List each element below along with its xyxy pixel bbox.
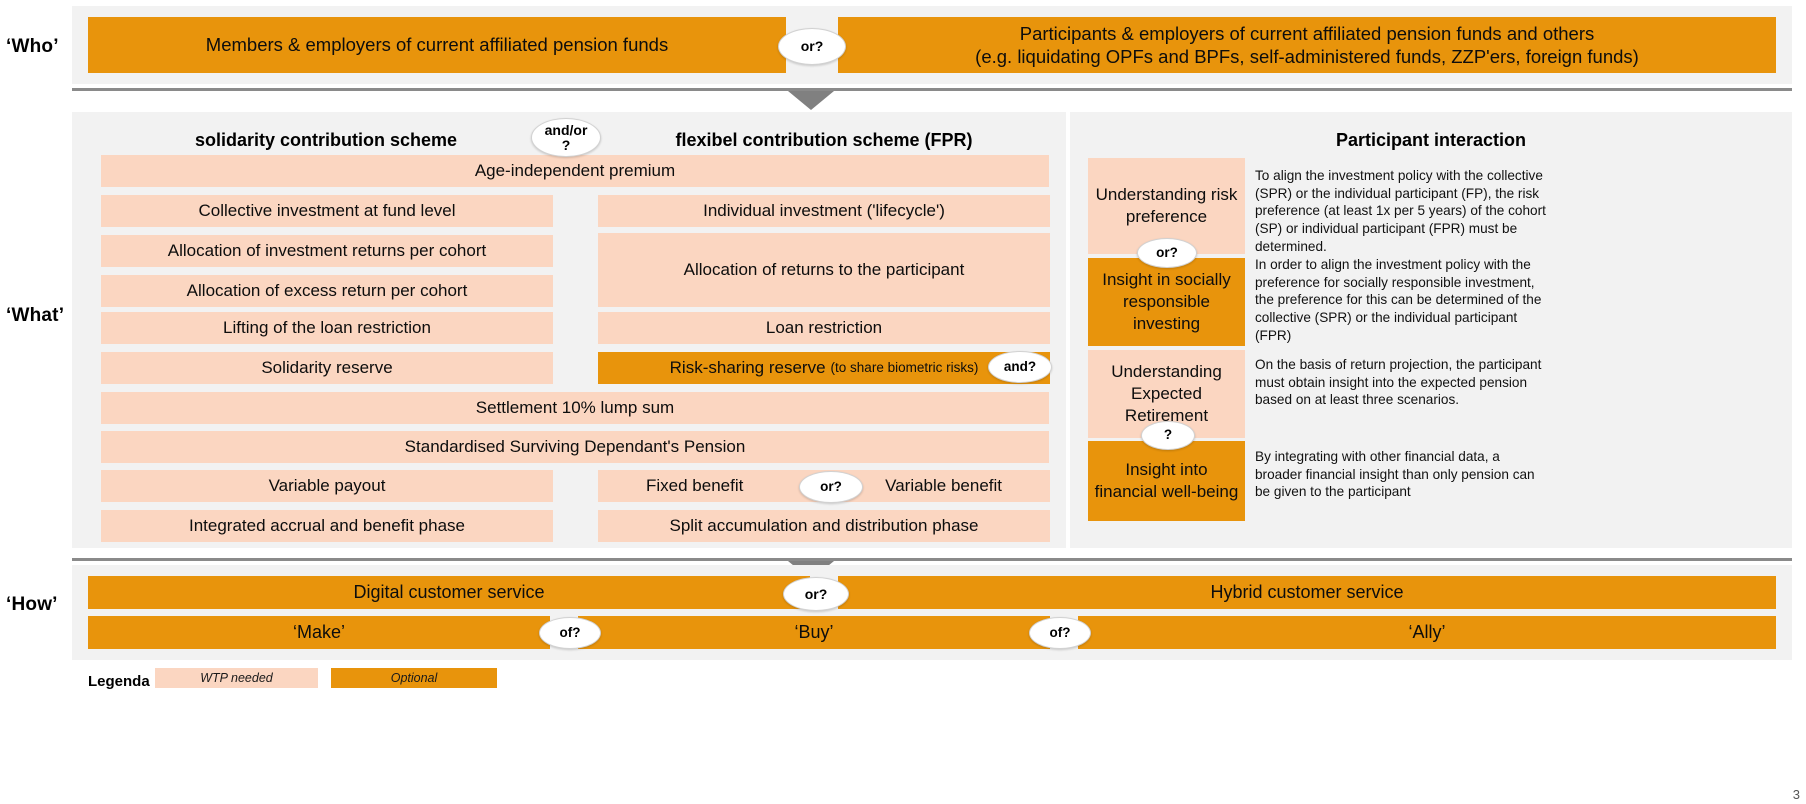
how-sourcing-connector-2-label: of? [1049,624,1071,640]
participant-description-risk-preference: To align the investment policy with the … [1255,168,1546,254]
how-sourcing-bar-ally[interactable]: ‘Ally’ [1078,616,1776,649]
scheme-connector-bubble[interactable]: and/or ? [531,118,601,157]
risk-sharing-note: (to share biometric risks) [830,359,979,375]
who-bar-right-line1: Participants & employers of current affi… [1019,22,1595,44]
how-sourcing-connector-1-label: of? [559,624,581,640]
participant-connector-bubble-1[interactable]: or? [1137,238,1197,268]
scheme-connector-line2: ? [561,136,571,153]
what-row-label: Lifting of the loan restriction [223,318,431,338]
fixed-benefit-label: Fixed benefit [646,476,744,496]
what-row-label: Collective investment at fund level [198,201,456,221]
how-sourcing-buy-label: ‘Buy’ [794,622,834,643]
participant-item-label: Understanding Expected Retirement [1111,361,1222,426]
what-flexible-item-allocation-returns-participant[interactable]: Allocation of returns to the participant [598,233,1050,307]
legend-swatch-wtp-needed: WTP needed [155,668,318,688]
benefit-connector-bubble[interactable]: or? [799,471,863,503]
divider-who-what [72,88,1792,91]
what-row-surviving-dependants-pension[interactable]: Standardised Surviving Dependant's Pensi… [101,431,1049,463]
what-row-label: Settlement 10% lump sum [475,398,675,418]
legend-swatch-label: WTP needed [200,671,273,685]
how-sourcing-connector-bubble-2[interactable]: of? [1029,617,1091,649]
what-solidarity-item-allocation-returns[interactable]: Allocation of investment returns per coh… [101,235,553,267]
what-row-label: Integrated accrual and benefit phase [189,516,465,536]
how-sourcing-ally-label: ‘Ally’ [1408,622,1446,643]
participant-connector-bubble-2[interactable]: ? [1141,421,1195,450]
participant-connector-1-label: or? [1156,244,1178,260]
scheme-connector-line1: and/or [544,121,588,138]
what-row-label: Allocation of returns to the participant [683,260,965,280]
how-service-left-label: Digital customer service [353,582,545,603]
what-solidarity-item-integrated-accrual[interactable]: Integrated accrual and benefit phase [101,510,553,542]
participant-item-label: Insight in socially responsible investin… [1102,269,1231,334]
divider-what-how [72,558,1792,561]
who-bar-right[interactable]: Participants & employers of current affi… [838,17,1776,73]
participant-description-financial-well-being: By integrating with other financial data… [1255,449,1535,500]
how-service-bar-right[interactable]: Hybrid customer service [838,576,1776,609]
how-service-connector-bubble[interactable]: or? [783,577,849,611]
who-bar-left-label: Members & employers of current affiliate… [205,34,669,56]
legend-swatch-label: Optional [390,671,438,685]
what-solidarity-item-solidarity-reserve[interactable]: Solidarity reserve [101,352,553,384]
what-flexible-item-individual-investment[interactable]: Individual investment ('lifecycle') [598,195,1050,227]
what-solidarity-item-lifting-loan-restriction[interactable]: Lifting of the loan restriction [101,312,553,344]
row-label-how: ‘How’ [6,594,58,615]
row-label-what: ‘What’ [6,305,65,326]
column-heading-participant: Participant interaction [1335,130,1527,150]
who-bar-right-line2: (e.g. liquidating OPFs and BPFs, self-ad… [975,46,1639,67]
what-flexible-item-risk-sharing-reserve[interactable]: Risk-sharing reserve (to share biometric… [598,352,1050,384]
legend-title: Legenda [88,673,150,690]
what-row-settlement-lump-sum[interactable]: Settlement 10% lump sum [101,392,1049,424]
how-sourcing-bar-buy[interactable]: ‘Buy’ [578,616,1050,649]
how-service-right-label: Hybrid customer service [1210,582,1404,603]
who-bar-left[interactable]: Members & employers of current affiliate… [88,17,786,73]
participant-item-label: Understanding risk preference [1095,184,1238,226]
what-row-label: Allocation of investment returns per coh… [167,241,487,261]
what-solidarity-item-collective-investment[interactable]: Collective investment at fund level [101,195,553,227]
what-row-label: Variable payout [268,476,386,496]
who-connector-label: or? [800,38,824,55]
legend-swatch-optional: Optional [331,668,497,688]
risk-sharing-connector-label: and? [1003,358,1037,374]
how-sourcing-connector-bubble-1[interactable]: of? [539,617,601,649]
what-flexible-item-split-accumulation[interactable]: Split accumulation and distribution phas… [598,510,1050,542]
participant-description-socially-responsible: In order to align the investment policy … [1255,257,1542,343]
what-solidarity-item-excess-return[interactable]: Allocation of excess return per cohort [101,275,553,307]
what-row-label: Split accumulation and distribution phas… [669,516,979,536]
what-row-age-independent-premium[interactable]: Age-independent premium [101,155,1049,187]
how-service-connector-label: or? [804,585,828,602]
how-sourcing-make-label: ‘Make’ [292,622,345,643]
benefit-connector-label: or? [820,478,842,494]
what-flexible-item-loan-restriction[interactable]: Loan restriction [598,312,1050,344]
participant-item-label: Insight into financial well-being [1094,459,1239,501]
participant-item-financial-well-being[interactable]: Insight into financial well-being [1088,441,1245,521]
participant-description-expected-retirement: On the basis of return projection, the p… [1255,357,1542,408]
what-row-label: Risk-sharing reserve [669,358,826,378]
column-heading-solidarity: solidarity contribution scheme [194,130,458,150]
what-row-label: Age-independent premium [474,161,676,181]
column-heading-flexible: flexibel contribution scheme (FPR) [675,130,973,150]
how-sourcing-bar-make[interactable]: ‘Make’ [88,616,550,649]
how-service-bar-left[interactable]: Digital customer service [88,576,810,609]
page-number: 3 [1792,787,1800,802]
what-solidarity-item-variable-payout[interactable]: Variable payout [101,470,553,502]
who-connector-bubble[interactable]: or? [778,28,846,65]
participant-connector-2-label: ? [1163,427,1173,443]
what-row-label: Solidarity reserve [261,358,393,378]
what-row-label: Loan restriction [765,318,883,338]
participant-item-socially-responsible-investing[interactable]: Insight in socially responsible investin… [1088,258,1245,346]
risk-sharing-connector-bubble[interactable]: and? [988,351,1052,383]
variable-benefit-label: Variable benefit [885,476,1002,496]
arrow-who-to-what [788,91,834,110]
what-row-label: Individual investment ('lifecycle') [703,201,945,221]
participant-item-understanding-risk-preference[interactable]: Understanding risk preference [1088,158,1245,254]
what-row-label: Standardised Surviving Dependant's Pensi… [404,437,746,457]
row-label-who: ‘Who’ [6,36,59,57]
what-row-label: Allocation of excess return per cohort [186,281,468,301]
